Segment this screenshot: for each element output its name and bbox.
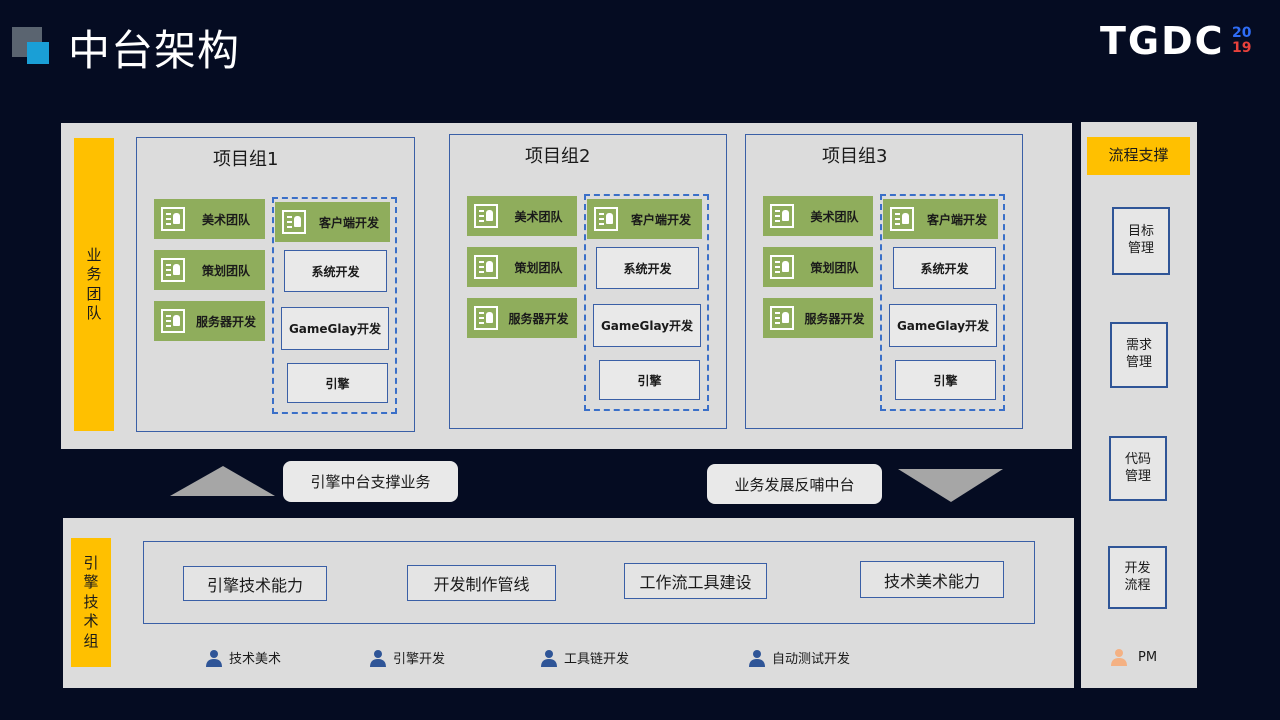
project-group-1 — [136, 137, 415, 432]
capability-workflow-tools[interactable]: 工作流工具建设 — [624, 563, 767, 599]
process-title: 流程支撑 — [1087, 137, 1190, 175]
id-card-icon — [474, 255, 498, 279]
role-toolchain-dev: 工具链开发 — [540, 648, 629, 667]
team-design-3[interactable]: 策划团队 — [763, 247, 873, 287]
role-engine-dev: 引擎开发 — [369, 648, 445, 667]
process-code-management[interactable]: 代码管理 — [1109, 436, 1167, 501]
project-group-2 — [449, 134, 727, 429]
engine-1[interactable]: 引擎 — [287, 363, 388, 403]
project-group-3-title: 项目组3 — [822, 146, 888, 167]
team-design-1[interactable]: 策划团队 — [154, 250, 265, 290]
system-dev-3[interactable]: 系统开发 — [893, 247, 996, 289]
engine-side-label: 引擎技术组 — [71, 538, 111, 667]
system-dev-1[interactable]: 系统开发 — [284, 250, 387, 292]
team-art-1[interactable]: 美术团队 — [154, 199, 265, 239]
id-card-icon — [161, 309, 185, 333]
business-side-label: 业务团队 — [74, 138, 114, 431]
dev-group-2 — [584, 194, 709, 411]
logo-square-blue — [27, 42, 49, 64]
engine-panel — [63, 518, 1074, 688]
role-pm: PM — [1110, 648, 1157, 666]
id-card-icon — [474, 306, 498, 330]
id-card-icon — [770, 204, 794, 228]
person-icon — [541, 649, 557, 667]
capability-pipeline[interactable]: 开发制作管线 — [407, 565, 556, 601]
team-art-2[interactable]: 美术团队 — [467, 196, 577, 236]
down-arrow-icon — [898, 469, 1003, 502]
gameplay-dev-2[interactable]: GameGlay开发 — [593, 304, 701, 347]
process-requirement-management[interactable]: 需求管理 — [1110, 322, 1168, 388]
feedback-flow-label: 业务发展反哺中台 — [707, 464, 882, 504]
capability-frame — [143, 541, 1035, 624]
page-title: 中台架构 — [68, 26, 241, 75]
up-arrow-icon — [170, 466, 275, 496]
id-card-icon — [161, 258, 185, 282]
person-icon — [749, 649, 765, 667]
brand-year-bottom: 19 — [1232, 40, 1252, 56]
gameplay-dev-1[interactable]: GameGlay开发 — [281, 307, 389, 350]
engine-3[interactable]: 引擎 — [895, 360, 996, 400]
role-auto-test-dev: 自动测试开发 — [748, 648, 850, 667]
brand-logo: TGDC — [1100, 19, 1225, 63]
person-icon — [206, 649, 222, 667]
id-card-icon — [770, 255, 794, 279]
process-goal-management[interactable]: 目标管理 — [1112, 207, 1170, 275]
dev-group-1 — [272, 197, 397, 414]
id-card-icon — [770, 306, 794, 330]
id-card-icon — [474, 204, 498, 228]
capability-engine-tech[interactable]: 引擎技术能力 — [183, 566, 327, 601]
project-group-1-title: 项目组1 — [213, 149, 279, 170]
support-flow-label: 引擎中台支撑业务 — [283, 461, 458, 502]
id-card-icon — [594, 207, 618, 231]
brand-year-top: 20 — [1232, 25, 1252, 41]
dev-group-3 — [880, 194, 1005, 411]
id-card-icon — [890, 207, 914, 231]
system-dev-2[interactable]: 系统开发 — [596, 247, 699, 289]
gameplay-dev-3[interactable]: GameGlay开发 — [889, 304, 997, 347]
team-art-3[interactable]: 美术团队 — [763, 196, 873, 236]
person-icon — [1111, 649, 1127, 666]
team-server-3[interactable]: 服务器开发 — [763, 298, 873, 338]
team-server-2[interactable]: 服务器开发 — [467, 298, 577, 338]
brand-year: 20 19 — [1232, 26, 1254, 56]
client-dev-2[interactable]: 客户端开发 — [587, 199, 702, 239]
engine-2[interactable]: 引擎 — [599, 360, 700, 400]
capability-tech-art[interactable]: 技术美术能力 — [860, 561, 1004, 598]
client-dev-3[interactable]: 客户端开发 — [883, 199, 998, 239]
id-card-icon — [282, 210, 306, 234]
team-design-2[interactable]: 策划团队 — [467, 247, 577, 287]
person-icon — [370, 649, 386, 667]
project-group-3 — [745, 134, 1023, 429]
id-card-icon — [161, 207, 185, 231]
role-tech-art: 技术美术 — [205, 648, 281, 667]
process-dev-workflow[interactable]: 开发流程 — [1108, 546, 1167, 609]
client-dev-1[interactable]: 客户端开发 — [275, 202, 390, 242]
project-group-2-title: 项目组2 — [525, 146, 591, 167]
team-server-1[interactable]: 服务器开发 — [154, 301, 265, 341]
